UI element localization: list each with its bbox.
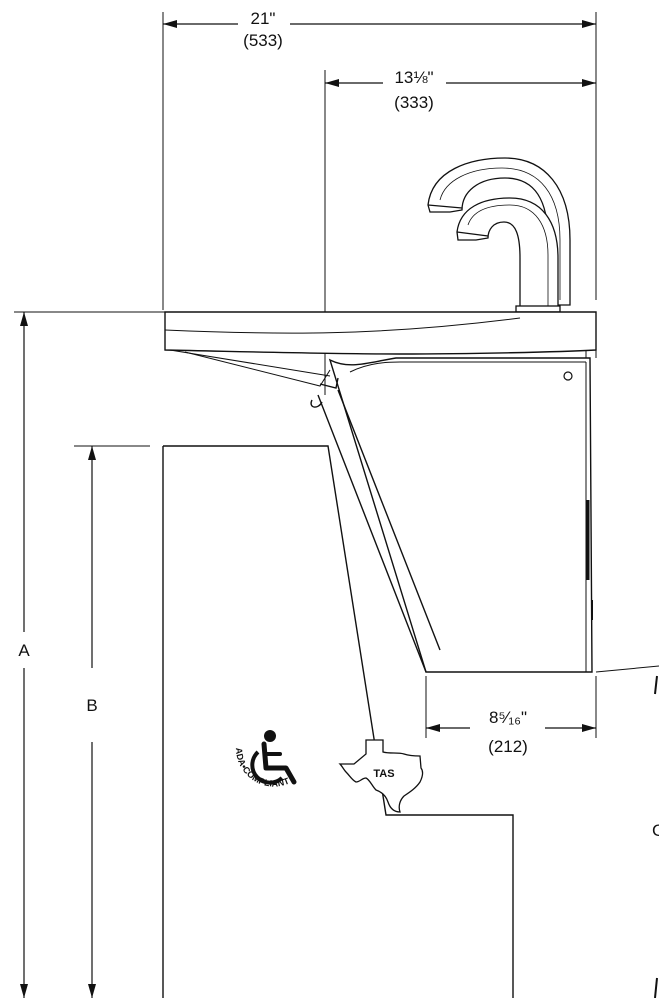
overall-width-imperial: 21" bbox=[251, 9, 276, 28]
ada-compliant-badge: ADA•COMPLIANT bbox=[234, 730, 297, 789]
housing-depth-imperial: 8⁵⁄₁₆" bbox=[489, 708, 527, 727]
dimension-height-b: B bbox=[74, 445, 150, 998]
support-bracket bbox=[310, 377, 441, 673]
dimension-arrow-up bbox=[654, 675, 658, 695]
wall-profile bbox=[162, 445, 514, 998]
faucet-to-back-metric: (333) bbox=[394, 93, 434, 112]
dimension-housing-depth: 8⁵⁄₁₆" (212) bbox=[425, 676, 597, 756]
faucet-back bbox=[427, 157, 571, 306]
dimension-height-a: A bbox=[14, 311, 165, 998]
texas-outline-icon bbox=[338, 739, 424, 813]
faucet-to-back-imperial: 13⅛" bbox=[394, 68, 433, 87]
housing-depth-metric: (212) bbox=[488, 737, 528, 756]
height-c-label: C bbox=[652, 821, 659, 840]
height-b-label: B bbox=[86, 696, 97, 715]
dimension-overall-width: 21" (533) bbox=[162, 9, 597, 310]
dimension-arrow-down bbox=[654, 977, 658, 998]
extension-line-top-c bbox=[595, 665, 659, 673]
dimension-height-c: C bbox=[595, 665, 659, 998]
overall-width-metric: (533) bbox=[243, 31, 283, 50]
tas-text: TAS bbox=[373, 768, 394, 780]
countertop-bowl bbox=[164, 311, 597, 387]
dimension-faucet-to-back: 13⅛" (333) bbox=[324, 68, 596, 395]
wheelchair-icon bbox=[250, 730, 297, 785]
tas-texas-badge: TAS bbox=[338, 739, 424, 813]
faucet-front bbox=[456, 197, 561, 313]
lower-housing bbox=[328, 357, 593, 673]
height-a-label: A bbox=[18, 641, 30, 660]
